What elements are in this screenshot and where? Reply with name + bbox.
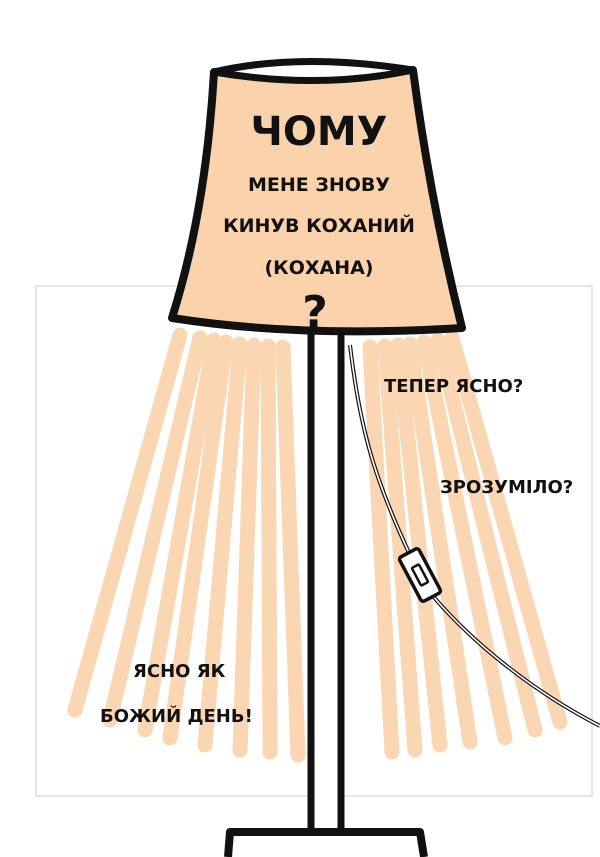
- light-ray: [402, 336, 478, 750]
- light-ray: [362, 339, 400, 760]
- light-ray: [67, 327, 188, 718]
- light-ray: [232, 337, 262, 758]
- power-cord-lower-inner: [431, 594, 600, 727]
- light-ray: [430, 332, 543, 738]
- light-ray: [390, 337, 448, 753]
- cord-switch: [397, 547, 443, 603]
- lampshade: [168, 66, 466, 336]
- light-ray: [444, 330, 568, 730]
- caption-reply-line-2: БОЖИЙ ДЕНЬ!: [100, 705, 253, 727]
- shade-question-mark: ?: [302, 287, 328, 338]
- light-ray: [377, 338, 423, 758]
- caption-reply-line-1: ЯСНО ЯК: [133, 661, 226, 682]
- light-ray: [162, 334, 234, 746]
- caption-understood: ЗРОЗУМІЛО?: [440, 477, 573, 498]
- lamp-pole: [307, 326, 345, 854]
- shade-line-3: (КОХАНА): [264, 257, 373, 279]
- shade-line-1: МЕНЕ ЗНОВУ: [248, 174, 390, 196]
- lamp-base: [224, 828, 428, 857]
- light-ray: [275, 339, 306, 763]
- caption-clear-now: ТЕПЕР ЯСНО?: [384, 376, 523, 397]
- light-rays: [67, 327, 568, 763]
- lampshade-top-rim: [210, 57, 417, 85]
- power-cord-inner: [349, 344, 411, 556]
- light-ray: [197, 336, 248, 753]
- shade-line-2: КИНУВ КОХАНИЙ: [223, 214, 415, 237]
- shade-question-word: ЧОМУ: [251, 109, 388, 155]
- light-ray: [416, 334, 513, 746]
- light-ray: [102, 330, 208, 728]
- light-ray: [137, 332, 222, 738]
- light-ray: [260, 338, 278, 760]
